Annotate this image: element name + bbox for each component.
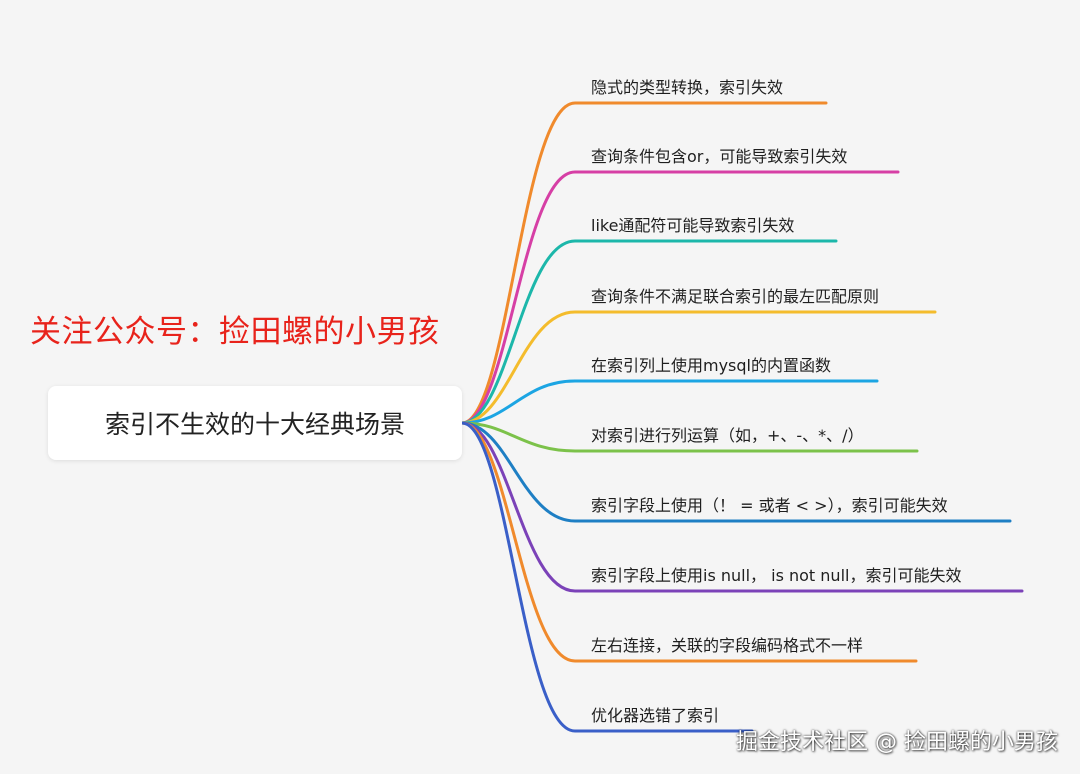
branch-node-9[interactable]: 左右连接，关联的字段编码格式不一样 [591, 636, 864, 655]
watermark: 掘金技术社区 @ 捡田螺的小男孩 [736, 730, 1058, 755]
branch-node-8[interactable]: 索引字段上使用is null， is not null，索引可能失效 [591, 566, 962, 585]
root-node[interactable]: 索引不生效的十大经典场景 [48, 386, 462, 460]
branch-node-2[interactable]: 查询条件包含or，可能导致索引失效 [591, 147, 848, 166]
branch-connector [460, 310, 937, 425]
root-label: 索引不生效的十大经典场景 [104, 410, 405, 439]
branch-node-5[interactable]: 在索引列上使用mysql的内置函数 [591, 356, 831, 375]
branch-node-7[interactable]: 索引字段上使用（！ = 或者 < >），索引可能失效 [591, 496, 948, 515]
promo-text: 关注公众号：捡田螺的小男孩 [30, 314, 440, 350]
branch-node-6[interactable]: 对索引进行列运算（如，+、-、*、/） [591, 426, 864, 445]
branch-connector [460, 421, 1012, 523]
branch-connector [460, 101, 828, 425]
branch-node-3[interactable]: like通配符可能导致索引失效 [591, 216, 795, 235]
branch-connector [460, 239, 838, 425]
branch-node-10[interactable]: 优化器选错了索引 [591, 706, 720, 725]
branch-node-4[interactable]: 查询条件不满足联合索引的最左匹配原则 [591, 287, 880, 306]
branch-connector [460, 421, 1024, 593]
branch-node-1[interactable]: 隐式的类型转换，索引失效 [591, 78, 784, 97]
branch-connector [460, 170, 900, 425]
branch-connector [460, 421, 919, 453]
branch-connector [460, 379, 879, 425]
branch-connector [460, 421, 754, 733]
branch-connector [460, 421, 918, 663]
